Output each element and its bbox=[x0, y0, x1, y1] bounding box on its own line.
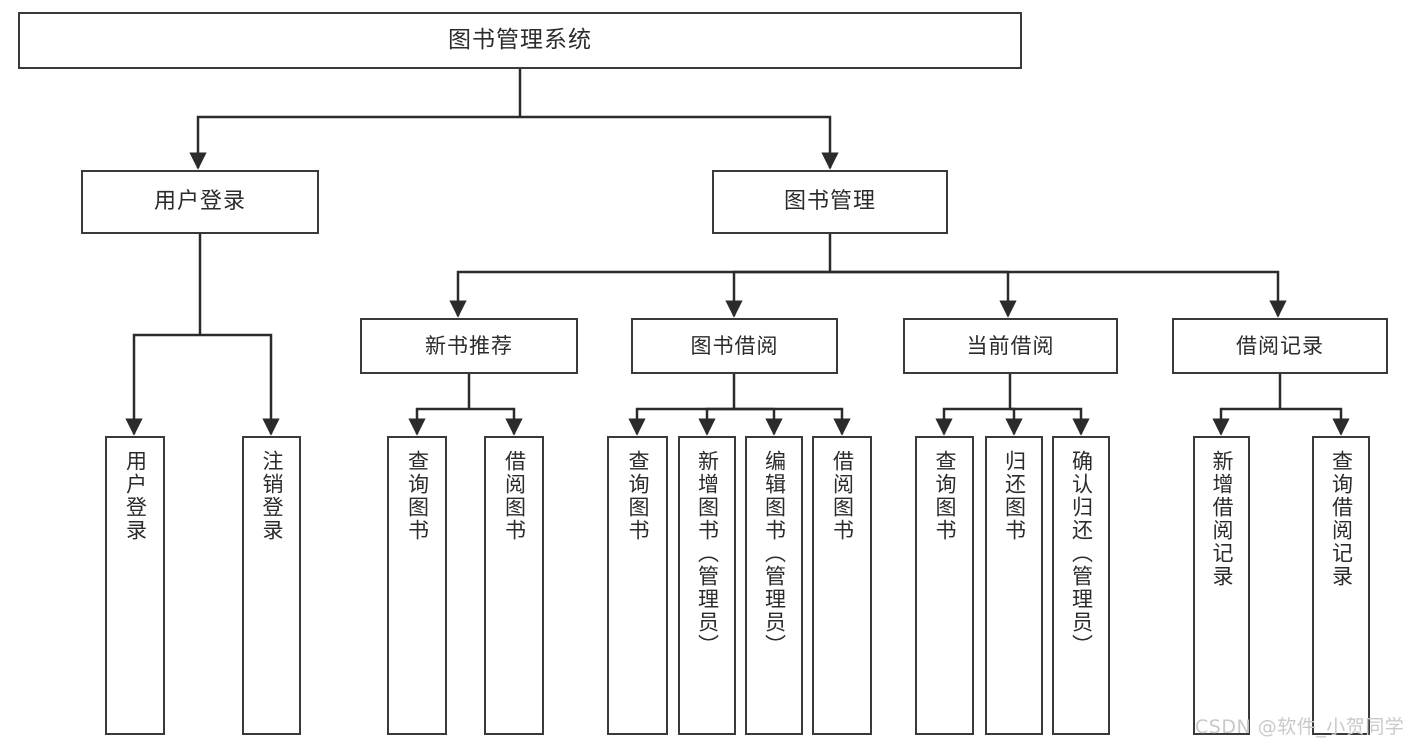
node-book-borrow[interactable]: 图书借阅 bbox=[631, 318, 838, 374]
connector-user-login-to-leaf-user-login bbox=[125, 333, 200, 436]
node-leaf-query-book-1[interactable]: 查询图书 bbox=[387, 436, 447, 735]
node-leaf-query-book-2[interactable]: 查询图书 bbox=[607, 436, 668, 735]
node-label: 借阅记录 bbox=[1236, 333, 1324, 358]
node-label: 归还图书 bbox=[1002, 450, 1027, 542]
node-borrow-record[interactable]: 借阅记录 bbox=[1172, 318, 1388, 374]
node-label: 查询图书 bbox=[626, 450, 650, 542]
node-label: 确认归还（管理员） bbox=[1069, 450, 1094, 657]
node-leaf-return-book[interactable]: 归还图书 bbox=[985, 436, 1043, 735]
node-leaf-add-record[interactable]: 新增借阅记录 bbox=[1193, 436, 1250, 735]
node-label: 新书推荐 bbox=[425, 333, 513, 358]
connector-book-manage-to-book-borrow bbox=[725, 270, 830, 318]
node-label: 查询借阅记录 bbox=[1329, 450, 1354, 588]
node-label: 借阅图书 bbox=[502, 450, 527, 542]
node-book-manage[interactable]: 图书管理 bbox=[712, 170, 948, 234]
node-label: 图书管理 bbox=[783, 189, 876, 214]
connector-book-manage-to-borrow-record bbox=[830, 270, 1287, 318]
node-leaf-query-book-3[interactable]: 查询图书 bbox=[915, 436, 974, 735]
connector-book-manage-to-new-book-rec bbox=[449, 270, 830, 318]
connector-borrow-record-to-leaf-query-record bbox=[1280, 407, 1350, 436]
node-leaf-borrow-book-2[interactable]: 借阅图书 bbox=[812, 436, 872, 735]
node-label: 用户登录 bbox=[123, 450, 148, 542]
connector-book-manage-to-current-borrow bbox=[830, 270, 1017, 318]
node-current-borrow[interactable]: 当前借阅 bbox=[903, 318, 1118, 374]
node-label: 查询图书 bbox=[405, 450, 430, 542]
connector-current-borrow-to-leaf-query-book-3 bbox=[935, 407, 1010, 436]
connector-new-book-rec-to-leaf-query-book-1 bbox=[408, 407, 469, 436]
connector-book-borrow-to-leaf-add-book bbox=[698, 407, 734, 436]
node-leaf-query-record[interactable]: 查询借阅记录 bbox=[1312, 436, 1370, 735]
node-label: 新增借阅记录 bbox=[1210, 450, 1234, 588]
connector-book-borrow-to-leaf-query-book-2 bbox=[628, 407, 734, 436]
connector-book-borrow-to-leaf-edit-book bbox=[734, 407, 783, 436]
connector-book-borrow-to-leaf-borrow-book-2 bbox=[734, 407, 851, 436]
watermark-label: CSDN @软件_小贺同学 bbox=[1195, 716, 1405, 738]
node-leaf-borrow-book-1[interactable]: 借阅图书 bbox=[484, 436, 544, 735]
connector-current-borrow-to-leaf-confirm-return bbox=[1010, 407, 1090, 436]
connector-root-to-book-manage bbox=[520, 115, 839, 170]
connector-new-book-rec-to-leaf-borrow-book-1 bbox=[469, 407, 523, 436]
node-label: 用户登录 bbox=[153, 189, 246, 214]
edges bbox=[125, 69, 1350, 436]
node-label: 图书借阅 bbox=[690, 333, 779, 358]
node-leaf-user-login[interactable]: 用户登录 bbox=[105, 436, 165, 735]
node-leaf-user-logout[interactable]: 注销登录 bbox=[242, 436, 301, 735]
node-leaf-confirm-return[interactable]: 确认归还（管理员） bbox=[1052, 436, 1110, 735]
connector-borrow-record-to-leaf-add-record bbox=[1212, 407, 1280, 436]
node-label: 查询图书 bbox=[933, 450, 957, 542]
node-label: 当前借阅 bbox=[966, 333, 1055, 358]
node-new-book-rec[interactable]: 新书推荐 bbox=[360, 318, 578, 374]
node-label: 编辑图书（管理员） bbox=[762, 450, 787, 657]
connector-user-login-to-leaf-user-logout bbox=[200, 333, 280, 436]
node-user-login[interactable]: 用户登录 bbox=[81, 170, 319, 234]
connector-current-borrow-to-leaf-return-book bbox=[1005, 407, 1023, 436]
node-leaf-edit-book[interactable]: 编辑图书（管理员） bbox=[745, 436, 803, 735]
node-label: 图书管理系统 bbox=[448, 27, 592, 53]
node-root[interactable]: 图书管理系统 bbox=[18, 12, 1022, 69]
node-label: 借阅图书 bbox=[830, 450, 855, 542]
node-label: 新增图书（管理员） bbox=[695, 450, 720, 657]
node-label: 注销登录 bbox=[260, 450, 284, 542]
node-leaf-add-book[interactable]: 新增图书（管理员） bbox=[678, 436, 736, 735]
connector-root-to-user-login bbox=[189, 115, 520, 170]
